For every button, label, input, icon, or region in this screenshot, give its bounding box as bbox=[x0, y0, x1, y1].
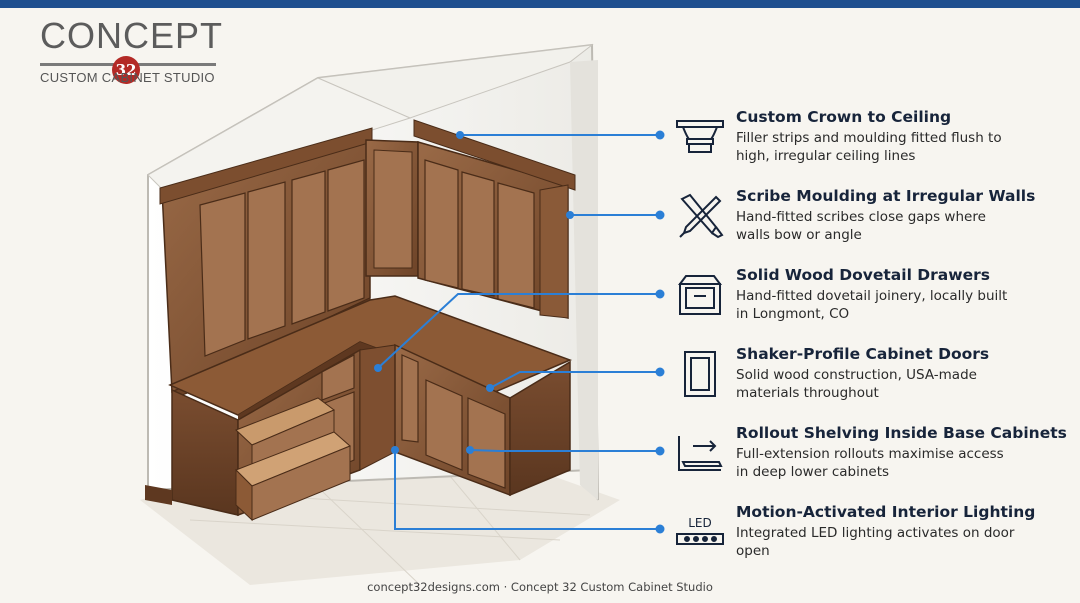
upper-cabinets-right bbox=[365, 119, 576, 319]
callout-rollout: Rollout Shelving Inside Base Cabinets Fu… bbox=[674, 424, 1074, 488]
callout-title: Motion-Activated Interior Lighting bbox=[736, 503, 1036, 521]
crown-moulding-icon bbox=[674, 112, 726, 162]
callout-title: Shaker-Profile Cabinet Doors bbox=[736, 345, 990, 363]
callout-scribe: Scribe Moulding at Irregular Walls Hand-… bbox=[674, 187, 1074, 251]
top-accent-bar bbox=[0, 0, 1080, 8]
led-light-icon: LED bbox=[674, 507, 726, 557]
rollout-shelf-icon bbox=[674, 428, 726, 478]
brand-name: CONCEPT bbox=[40, 15, 224, 56]
drawer-icon bbox=[674, 270, 726, 320]
callout-title: Custom Crown to Ceiling bbox=[736, 108, 952, 126]
callout-desc: Integrated LED lighting activates on doo… bbox=[736, 525, 1015, 559]
callout-title: Solid Wood Dovetail Drawers bbox=[736, 266, 990, 284]
callout-title: Scribe Moulding at Irregular Walls bbox=[736, 187, 1036, 205]
callout-crown: Custom Crown to Ceiling Filler strips an… bbox=[674, 108, 1074, 172]
callout-leader-lines bbox=[377, 134, 660, 530]
callout-dovetail: Solid Wood Dovetail Drawers Hand-fitted … bbox=[674, 266, 1074, 330]
footer-credit: concept32designs.com · Concept 32 Custom… bbox=[367, 580, 713, 594]
callout-desc: Filler strips and moulding fitted flush … bbox=[736, 130, 1002, 164]
base-cabinets bbox=[145, 343, 571, 522]
callout-desc: Hand-fitted scribes close gaps where wal… bbox=[736, 209, 986, 243]
led-label: LED bbox=[688, 516, 712, 530]
chisel-pencil-icon bbox=[674, 191, 726, 241]
cabinet-door-icon bbox=[674, 349, 726, 399]
callout-shaker: Shaker-Profile Cabinet Doors Solid wood … bbox=[674, 345, 1074, 409]
callout-desc: Solid wood construction, USA-made materi… bbox=[736, 367, 977, 401]
brand-logo: CONCEPT 32 CUSTOM CABINET STUDIO bbox=[38, 18, 223, 90]
callout-lighting: LED Motion-Activated Interior Lighting I… bbox=[674, 503, 1074, 567]
callout-desc: Hand-fitted dovetail joinery, locally bu… bbox=[736, 288, 1008, 322]
callout-endpoints bbox=[374, 130, 665, 534]
logo-seal: 32 bbox=[112, 56, 140, 84]
callout-title: Rollout Shelving Inside Base Cabinets bbox=[736, 424, 1067, 442]
callout-desc: Full-extension rollouts maximise access … bbox=[736, 446, 1004, 480]
brand-tagline: CUSTOM CABINET STUDIO bbox=[40, 70, 215, 85]
